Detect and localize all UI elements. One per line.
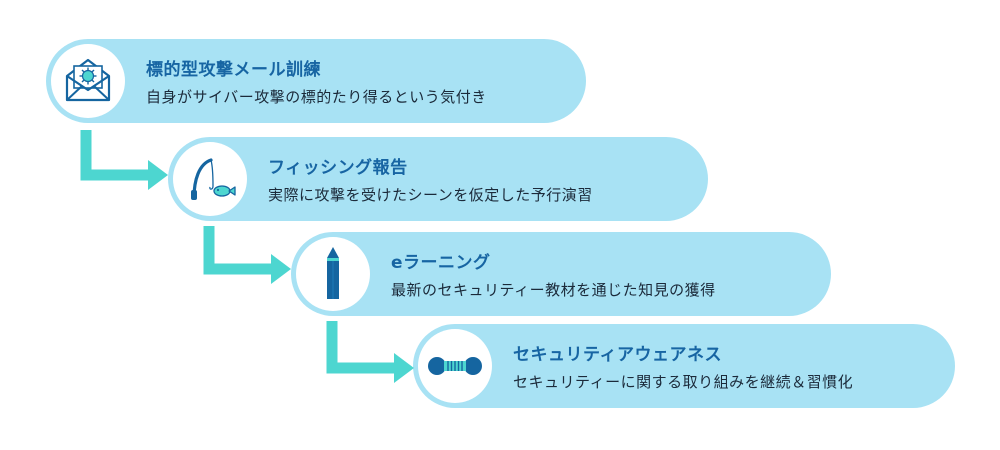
icon-container (51, 44, 125, 118)
icon-container (296, 237, 370, 311)
icon-container (418, 329, 492, 403)
arrow-step3-to-step4 (326, 321, 414, 383)
step-description: 最新のセキュリティー教材を通じた知見の獲得 (391, 281, 716, 299)
arrow-step1-to-step2 (80, 130, 168, 190)
dumbbell-icon (428, 357, 482, 375)
step-title: 標的型攻撃メール訓練 (146, 60, 321, 80)
step-description: 自身がサイバー攻撃の標的たり得るという気付き (146, 88, 487, 106)
step-title: セキュリティアウェアネス (513, 345, 722, 365)
envelope-virus-icon (65, 58, 111, 102)
fishing-rod-icon (191, 158, 236, 200)
step-description: 実際に攻撃を受けたシーンを仮定した予行演習 (268, 186, 593, 204)
step-title: eラーニング (391, 253, 491, 273)
step-phishing-report: フィッシング報告 実際に攻撃を受けたシーンを仮定した予行演習 (168, 137, 708, 221)
step-phishing-email-training: 標的型攻撃メール訓練 自身がサイバー攻撃の標的たり得るという気付き (46, 39, 586, 123)
step-title: フィッシング報告 (268, 158, 408, 178)
icon-container (173, 142, 247, 216)
step-security-awareness: セキュリティアウェアネス セキュリティーに関する取り組みを継続＆習慣化 (413, 324, 955, 408)
step-e-learning: eラーニング 最新のセキュリティー教材を通じた知見の獲得 (291, 232, 831, 316)
step-description: セキュリティーに関する取り組みを継続＆習慣化 (513, 373, 854, 391)
pencil-icon (327, 247, 339, 299)
arrow-step2-to-step3 (203, 226, 291, 284)
